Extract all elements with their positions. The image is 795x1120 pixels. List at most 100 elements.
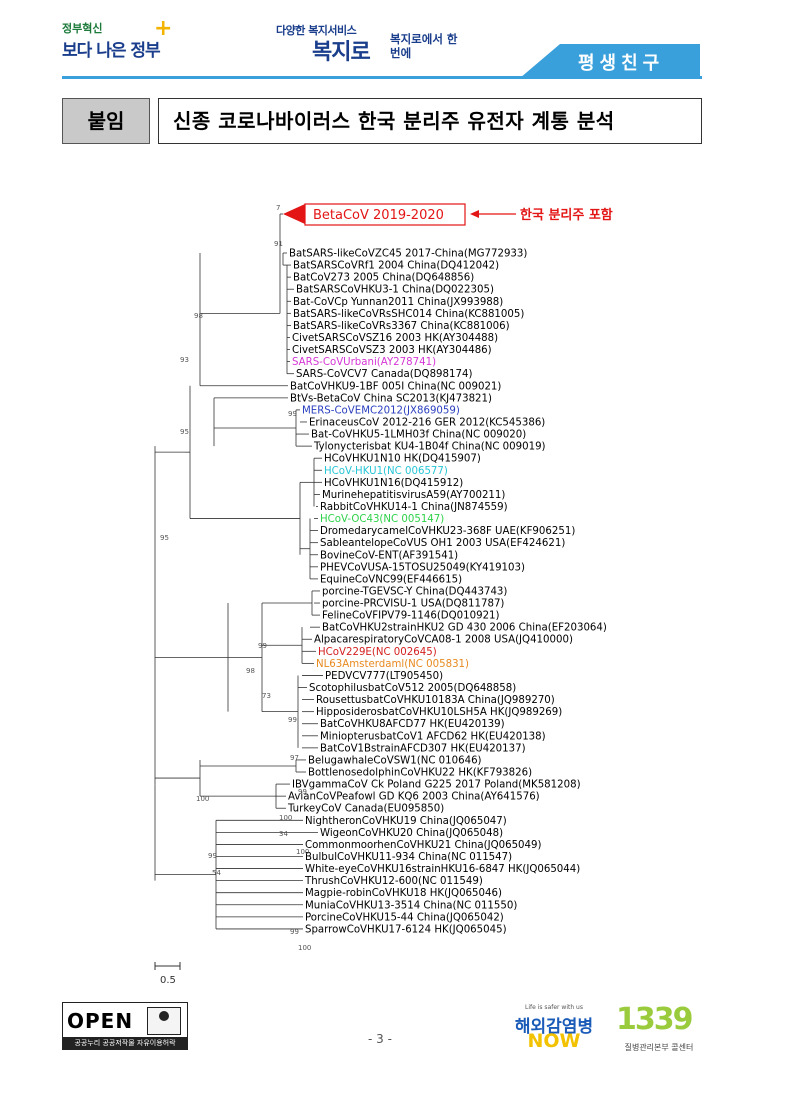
bootstrap-value: 95 xyxy=(180,428,189,436)
tree-leaf-label: BatCoV273 2005 China(DQ648856) xyxy=(293,273,474,284)
tree-leaf-label: BatSARS-likeCoVRs3367 China(KC881006) xyxy=(293,321,510,332)
open-logo-small-text: 공공누리 공공저작물 자유이용허락 xyxy=(63,1037,187,1049)
tree-leaf-label: BtVs-BetaCoV China SC2013(KJ473821) xyxy=(290,393,492,404)
tree-leaf-label: ThrushCoVHKU12-600(NC 011549) xyxy=(304,876,483,887)
tree-leaf-label: porcine-PRCVISU-1 USA(DQ811787) xyxy=(322,599,504,610)
welfare-logo-big-text: 복지로 xyxy=(312,40,371,65)
tree-leaf-label: PEDVCV777(LT905450) xyxy=(325,671,443,682)
tree-leaf-label: BatSARS-likeCoVRsSHC014 China(KC881005) xyxy=(293,309,524,320)
tree-leaf-label: CivetSARSCoVSZ16 2003 HK(AY304488) xyxy=(292,333,498,344)
tree-leaf-label: RabbitCoVHKU14-1 China(JN874559) xyxy=(320,502,508,513)
tree-leaf-label: AlpacarespiratoryCoVCA08-1 2008 USA(JQ41… xyxy=(314,635,573,646)
plus-icon: + xyxy=(154,16,173,41)
header-bar xyxy=(560,44,700,78)
open-license-logo: OPEN 공공누리 공공저작물 자유이용허락 xyxy=(62,1002,188,1050)
tree-leaf-label: HCoV-OC43(NC 005147) xyxy=(320,514,444,525)
title-badge: 붙임 xyxy=(62,98,150,144)
page-title: 신종 코로나바이러스 한국 분리주 유전자 계통 분석 xyxy=(158,98,702,144)
person-icon xyxy=(147,1007,181,1035)
tree-leaf-label: Magpie-robinCoVHKU18 HK(JQ065046) xyxy=(305,888,502,899)
bootstrap-value: 99 xyxy=(290,928,299,936)
scale-bar-label: 0.5 xyxy=(160,975,176,986)
bootstrap-value: 95 xyxy=(160,534,169,542)
tree-leaf-label: BottlenosedolphinCoVHKU22 HK(KF793826) xyxy=(308,768,532,779)
annotation-arrowhead xyxy=(470,210,479,218)
now-logo-small-text: Life is safer with us xyxy=(525,1004,583,1011)
bootstrap-value: 73 xyxy=(262,692,271,700)
tree-leaf-label: CommonmoorhenCoVHKU21 China(JQ065049) xyxy=(305,840,541,851)
tree-leaf-label: BovineCoV-ENT(AF391541) xyxy=(320,550,458,561)
tree-leaf-label: HCoVHKU1N16(DQ415912) xyxy=(324,478,463,489)
overseas-infection-now-logo: Life is safer with us 해외감염병 NOW xyxy=(506,1002,602,1054)
tree-leaf-label: MiniopterusbatCoV1 AFCD62 HK(EU420138) xyxy=(320,731,546,742)
tree-leaf-label: BatCoVHKU9-1BF 005I China(NC 009021) xyxy=(290,381,501,392)
tree-leaf-label: CivetSARSCoVSZ3 2003 HK(AY304486) xyxy=(292,345,492,356)
tree-leaf-label: HipposiderosbatCoVHKU10LSH5A HK(JQ989269… xyxy=(316,707,562,718)
header-bar-slant xyxy=(520,44,560,78)
tree-leaf-label: MERS-CoVEMC2012(JX869059) xyxy=(302,405,460,416)
call-center-logo: 1339 질병관리본부 콜센터 xyxy=(612,1002,706,1054)
tree-leaf-label: AvianCoVPeafowl GD KQ6 2003 China(AY6415… xyxy=(288,792,540,803)
tree-leaf-label: HCoVHKU1N10 HK(DQ415907) xyxy=(324,454,481,465)
bootstrap-value: 99 xyxy=(298,788,307,796)
tree-leaf-label: NightheronCoVHKU19 China(JQ065047) xyxy=(305,816,507,827)
tree-leaf-label: porcine-TGEVSC-Y China(DQ443743) xyxy=(322,586,507,597)
tree-leaf-label: BatCoVHKU2strainHKU2 GD 430 2006 China(E… xyxy=(322,623,607,634)
bootstrap-value: 100 xyxy=(296,848,309,856)
welfare-logo-right-text: 복지로에서 한 번에 xyxy=(390,32,458,60)
tree-leaf-label: Bat-CoVCp Yunnan2011 China(JX993988) xyxy=(293,297,503,308)
tree-leaf-label: SARS-CoVUrbani(AY278741) xyxy=(292,357,436,368)
tree-leaf-label: EquineCoVNC99(EF446615) xyxy=(320,574,462,585)
tree-leaf-label: RousettusbatCoVHKU10183A China(JQ989270) xyxy=(316,695,555,706)
bootstrap-value: 54 xyxy=(212,869,221,877)
tree-leaf-label: NL63Amsterdaml(NC 005831) xyxy=(316,659,469,670)
now-logo-word: NOW xyxy=(527,1030,581,1052)
tree-leaf-label: BatCoVHKU8AFCD77 HK(EU420139) xyxy=(320,719,505,730)
tree-leaf-label: DromedarycamelCoVHKU23-368F UAE(KF906251… xyxy=(320,526,575,537)
tree-leaf-label: IBVgammaCoV Ck Poland G225 2017 Poland(M… xyxy=(292,780,581,791)
bootstrap-value: 91 xyxy=(274,240,283,248)
bootstrap-value: 99 xyxy=(258,642,267,650)
now-logo-big-text: 해외감염병 xyxy=(514,1017,594,1037)
tree-leaf-label: BulbulCoVHKU11-934 China(NC 011547) xyxy=(305,852,512,863)
header-rule xyxy=(62,76,702,79)
tree-leaf-label: BelugawhaleCoVSW1(NC 010646) xyxy=(308,755,482,766)
bootstrap-value: 7 xyxy=(276,204,280,212)
tree-leaf-label: Bat-CoVHKU5-1LMH03f China(NC 009020) xyxy=(311,430,526,441)
bootstrap-value: 93 xyxy=(180,356,189,364)
tree-leaf-label: PorcineCoVHKU15-44 China(JQ065042) xyxy=(305,912,504,923)
tree-leaf-label: HCoV229E(NC 002645) xyxy=(318,647,437,658)
tree-leaf-label: PHEVCoVUSA-15TOSU25049(KY419103) xyxy=(320,562,525,573)
tree-leaf-label: ErinaceusCoV 2012-216 GER 2012(KC545386) xyxy=(309,417,545,428)
tree-leaf-label: HCoV-HKU1(NC 006577) xyxy=(324,466,448,477)
tree-leaf-label: White-eyeCoVHKU16strainHKU16-6847 HK(JQ0… xyxy=(305,864,580,875)
highlight-triangle xyxy=(283,204,305,224)
phylogenetic-tree: BatSARS-likeCoVZC45 2017-China(MG772933)… xyxy=(154,203,613,986)
bootstrap-value: 100 xyxy=(298,944,311,952)
tree-leaf-label: MuniaCoVHKU13-3514 China(NC 011550) xyxy=(305,900,517,911)
tree-leaf-label: BatSARSCoVHKU3-1 China(DQ022305) xyxy=(296,285,494,296)
welfare-logo-small-text: 다양한 복지서비스 xyxy=(276,24,357,37)
open-logo-text: OPEN xyxy=(67,1009,134,1033)
header-tag: 평생친구 xyxy=(578,53,665,74)
gov-logo-big-text: 보다 나은 정부 xyxy=(62,41,161,61)
tree-leaf-label: BatSARS-likeCoVZC45 2017-China(MG772933) xyxy=(289,249,527,260)
tree-leaf-label: SARS-CoVCV7 Canada(DQ898174) xyxy=(296,369,472,380)
bootstrap-value: 100 xyxy=(279,814,292,822)
bootstrap-value: 99 xyxy=(288,716,297,724)
bootstrap-value: 99 xyxy=(208,852,217,860)
tree-leaf-label: Tylonycterisbat KU4-1B04f China(NC 00901… xyxy=(313,442,546,453)
bootstrap-value: 97 xyxy=(290,754,299,762)
tree-leaf-label: MurinehepatitisvirusA59(AY700211) xyxy=(322,490,505,501)
tree-leaf-label: TurkeyCoV Canada(EU095850) xyxy=(287,804,444,815)
highlight-box xyxy=(304,203,466,226)
gov-logo-small-text: 정부혁신 xyxy=(62,22,103,35)
tree-leaf-label: FelineCoVFIPV79-1146(DQ010921) xyxy=(322,611,500,622)
tree-leaf-label: SableantelopeCoVUS OH1 2003 USA(EF424621… xyxy=(320,538,565,549)
tree-leaf-label: BatSARSCoVRf1 2004 China(DQ412042) xyxy=(293,261,499,272)
tree-leaf-label: ScotophilusbatCoV512 2005(DQ648858) xyxy=(309,683,516,694)
welfare-logo: 다양한 복지서비스 복지로 복지로에서 한 번에 xyxy=(276,20,457,68)
tree-leaf-label: SparrowCoVHKU17-6124 HK(JQ065045) xyxy=(305,924,507,935)
highlight-label: BetaCoV 2019-2020 xyxy=(313,208,444,223)
